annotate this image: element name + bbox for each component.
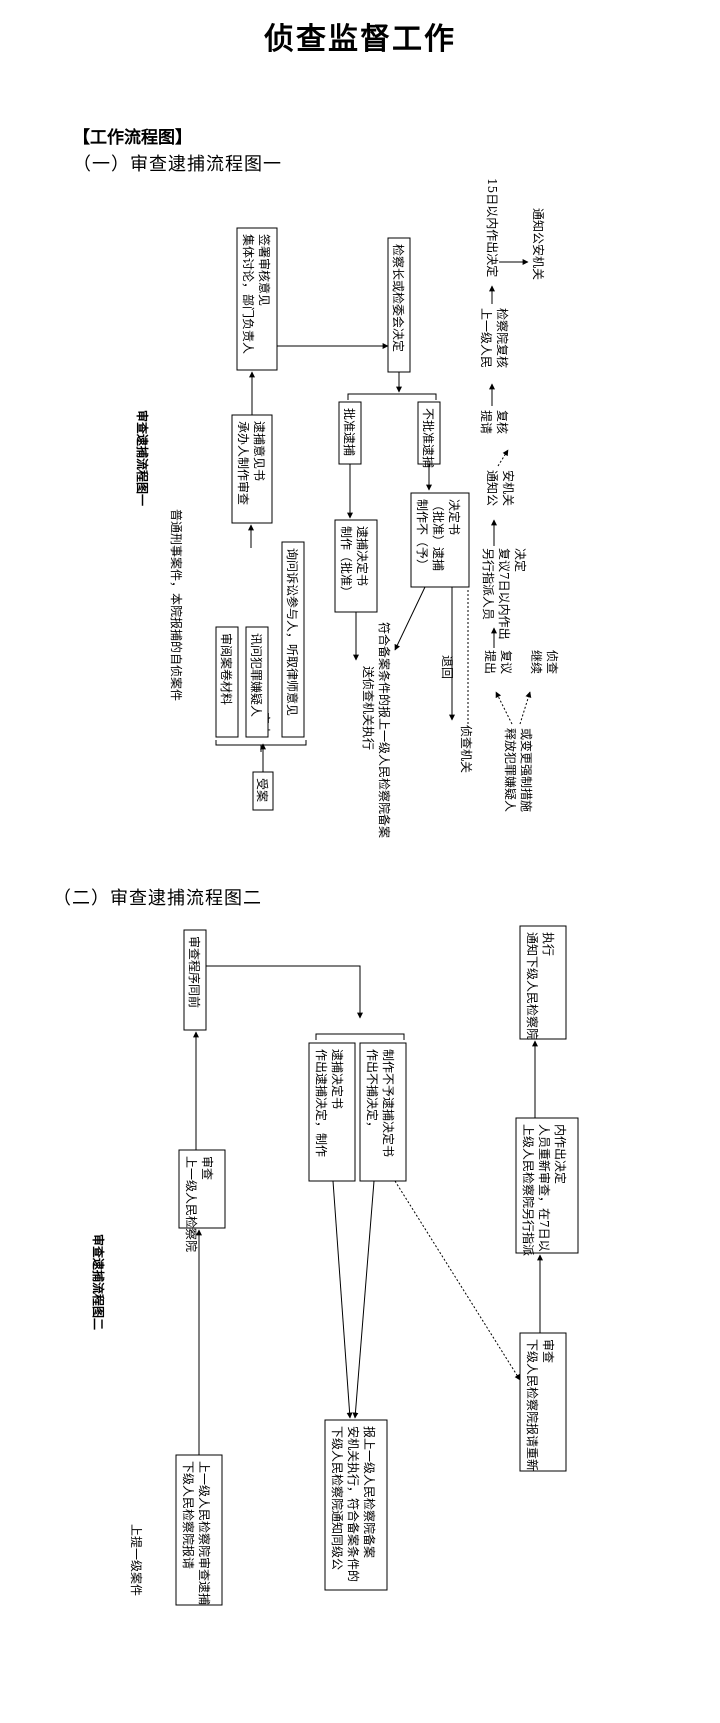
svg-text:送侦查机关执行: 送侦查机关执行	[361, 666, 376, 750]
interrogation-box	[183, 929, 207, 1031]
svg-text:内作出决定: 内作出决定	[553, 1124, 568, 1184]
discussion-box	[236, 227, 278, 371]
svg-text:上一级人民检察院审查逮捕: 上一级人民检察院审查逮捕	[197, 1461, 212, 1605]
svg-text:上一级人民: 上一级人民	[479, 308, 493, 368]
decision-brace	[347, 393, 437, 400]
approve-doc-box	[334, 519, 378, 613]
svg-text:逮捕决定书: 逮捕决定书	[355, 526, 370, 586]
flow2-side-note: 上提一级案件	[129, 1524, 144, 1596]
svg-text:审查: 审查	[541, 1339, 556, 1363]
subsection-title-1: （一）审查逮捕流程图一	[73, 154, 282, 175]
svg-text:讯问犯罪嫌疑人: 讯问犯罪嫌疑人	[249, 633, 264, 717]
opinion-box	[231, 414, 273, 524]
higher-review-box	[178, 1149, 226, 1229]
release-to-continue-dashed	[519, 691, 532, 725]
svg-text:检察院复核: 检察院复核	[495, 308, 510, 368]
svg-text:侦查机关: 侦查机关	[459, 725, 473, 773]
svg-text:批准逮捕: 批准逮捕	[342, 408, 357, 456]
svg-text:作出逮捕决定，制作: 作出逮捕决定，制作	[314, 1049, 329, 1157]
svg-text:提请: 提请	[479, 410, 494, 434]
svg-text:作出不捕决定，: 作出不捕决定，	[365, 1049, 380, 1133]
svg-text:退回: 退回	[440, 655, 454, 679]
svg-text:（批准）逮捕: （批准）逮捕	[431, 499, 446, 571]
svg-text:继续: 继续	[529, 650, 543, 674]
svg-text:复议7日以内作出: 复议7日以内作出	[497, 548, 511, 640]
svg-text:另行指派人员: 另行指派人员	[481, 548, 496, 620]
svg-text:提出: 提出	[483, 650, 498, 674]
lower-request-reexam-box	[519, 1332, 567, 1472]
svg-text:下级人民检察院通知同级公: 下级人民检察院通知同级公	[330, 1426, 345, 1570]
page-title: 侦查监督工作	[264, 22, 456, 57]
interrogation-to-decisions-arrow	[206, 965, 363, 1019]
svg-text:决定书: 决定书	[447, 499, 462, 535]
svg-text:或变更强制措施: 或变更强制措施	[519, 728, 534, 812]
svg-text:符合备案条件的报上一级人民检察院备案: 符合备案条件的报上一级人民检察院备案	[377, 622, 392, 838]
svg-text:逮捕决定书: 逮捕决定书	[330, 1049, 345, 1109]
reject-doc-box	[410, 492, 470, 588]
svg-text:通知公: 通知公	[485, 470, 499, 506]
svg-text:下级人民检察院报请: 下级人民检察院报请	[181, 1461, 196, 1569]
review-item-2	[245, 626, 269, 738]
lower-request-box	[175, 1454, 223, 1606]
review-brace	[215, 740, 307, 752]
svg-text:制作不（予）: 制作不（予）	[415, 499, 429, 571]
svg-text:安机关执行，符合备案条件的: 安机关执行，符合备案条件的	[346, 1426, 361, 1582]
svg-text:逮捕意见书: 逮捕意见书	[252, 421, 267, 481]
svg-text:释放犯罪嫌疑人: 释放犯罪嫌疑人	[503, 728, 518, 812]
svg-text:询问诉讼参与人，听取律师意见: 询问诉讼参与人，听取律师意见	[285, 548, 300, 716]
svg-text:通知下级人民检察院: 通知下级人民检察院	[525, 932, 540, 1040]
svg-text:审查程序同前: 审查程序同前	[187, 936, 202, 1008]
flow2-side-title: 审查逮捕流程图二	[91, 1234, 106, 1330]
svg-text:报上一级人民检察院备案: 报上一级人民检察院备案	[362, 1426, 377, 1558]
no-arrest-to-notify-arrow	[352, 1180, 375, 1419]
arrest-to-notify-arrow	[332, 1180, 353, 1419]
decisions-brace	[315, 1033, 405, 1040]
svg-text:审阅案卷材料: 审阅案卷材料	[219, 633, 234, 705]
svg-text:复议: 复议	[499, 650, 513, 674]
svg-text:检察长或检委会决定: 检察长或检委会决定	[391, 244, 406, 352]
svg-text:承办人制作审查: 承办人制作审查	[236, 421, 251, 505]
higher-reassign-box	[515, 1117, 579, 1254]
svg-text:集体讨论，部门负责人: 集体讨论，部门负责人	[241, 234, 256, 354]
svg-text:上级人民检察院另行指派: 上级人民检察院另行指派	[521, 1124, 536, 1256]
svg-text:侦查: 侦查	[545, 650, 559, 674]
svg-text:复核: 复核	[495, 410, 509, 434]
lower-notify-box	[324, 1419, 388, 1591]
svg-text:审查: 审查	[200, 1156, 215, 1180]
svg-text:签署审核意见: 签署审核意见	[257, 234, 272, 306]
decide-arrest-box	[308, 1042, 356, 1182]
review-item-1	[215, 626, 239, 738]
svg-text:上一级人民检察院: 上一级人民检察院	[184, 1156, 199, 1252]
notify-lower-execute-box	[519, 925, 567, 1040]
svg-text:执行: 执行	[541, 932, 555, 956]
notify-to-request-dashed	[497, 449, 509, 467]
svg-text:制作（批准）: 制作（批准）	[339, 526, 354, 598]
svg-text:决定: 决定	[513, 548, 528, 572]
svg-text:15日以内作出决定: 15日以内作出决定	[485, 178, 500, 277]
svg-text:通知公安机关: 通知公安机关	[531, 208, 546, 280]
svg-text:制作不予逮捕决定书: 制作不予逮捕决定书	[381, 1049, 396, 1157]
accept-label: 受案	[255, 778, 270, 802]
section-label: 【工作流程图】	[73, 128, 192, 148]
svg-text:安机关: 安机关	[501, 470, 516, 506]
decide-no-arrest-box	[359, 1042, 407, 1182]
svg-text:下级人民检察院报请重新: 下级人民检察院报请重新	[525, 1339, 540, 1471]
reject-doc-to-execute-arrow	[394, 586, 426, 651]
svg-text:不批准逮捕: 不批准逮捕	[421, 408, 436, 468]
svg-text:人员重新审查，在7日以: 人员重新审查，在7日以	[537, 1124, 552, 1252]
review-item-3	[281, 541, 305, 738]
no-arrest-to-reexam-dashed	[394, 1180, 521, 1381]
flow1-side-note: 普通刑事案件，本院报捕的自侦案件	[169, 509, 184, 701]
subsection-title-2: （二）审查逮捕流程图二	[53, 888, 262, 909]
release-to-review-dashed	[495, 691, 513, 725]
flow1-side-title: 审查逮捕流程图一	[135, 410, 150, 506]
